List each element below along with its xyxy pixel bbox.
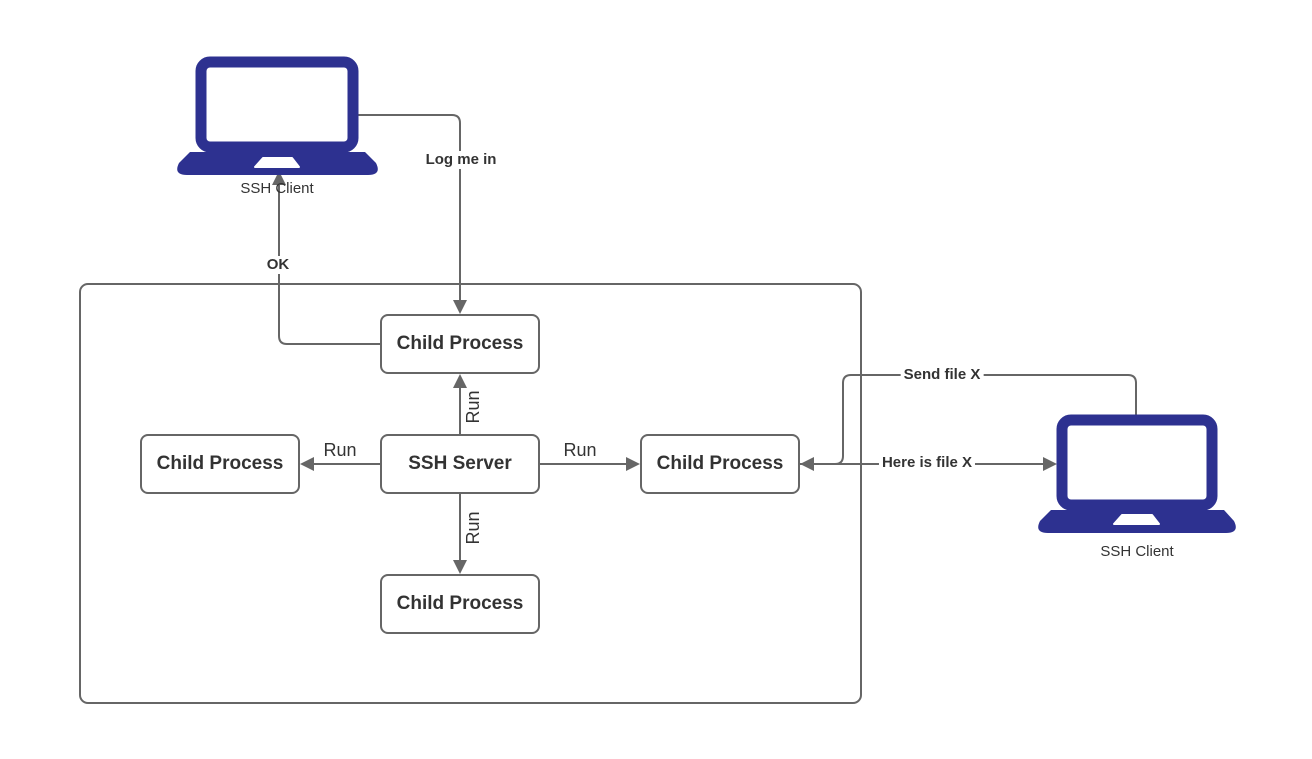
- edge-ok: [278, 184, 380, 345]
- edge-label-run-down: Run: [463, 511, 484, 545]
- edge-label-run-up: Run: [463, 390, 484, 424]
- node-child-process-top: Child Process: [380, 314, 540, 374]
- node-ssh-server: SSH Server: [380, 434, 540, 494]
- node-child-process-left: Child Process: [140, 434, 300, 494]
- edge-log-me-in: [358, 114, 461, 302]
- server-host-boundary-box: [79, 283, 862, 704]
- caption-ssh-client-left: SSH Client: [240, 180, 314, 197]
- arrowhead-here-is-file-x: [1043, 457, 1057, 471]
- laptop-icon-right: [1038, 414, 1236, 533]
- caption-ssh-client-right: SSH Client: [1100, 543, 1174, 560]
- arrowhead-run-up: [453, 374, 467, 388]
- edge-label-run-left: Run: [323, 440, 357, 461]
- edge-send-file-x: [814, 374, 1137, 465]
- edge-label-send-file-x: Send file X: [900, 366, 984, 384]
- arrowhead-run-down: [453, 560, 467, 574]
- laptop-notch: [254, 157, 300, 168]
- laptop-screen: [1056, 414, 1218, 511]
- edge-label-run-right: Run: [563, 440, 597, 461]
- arrowhead-run-left: [300, 457, 314, 471]
- node-child-process-right: Child Process: [640, 434, 800, 494]
- node-child-process-bottom: Child Process: [380, 574, 540, 634]
- edge-label-ok: OK: [263, 256, 293, 274]
- arrowhead-log-me-in: [453, 300, 467, 314]
- edge-label-log-me-in: Log me in: [422, 151, 500, 169]
- laptop-notch: [1113, 514, 1160, 525]
- edge-label-here-is-file-x: Here is file X: [878, 454, 976, 472]
- laptop-screen: [195, 56, 359, 153]
- arrowhead-run-right: [626, 457, 640, 471]
- arrowhead-ok: [272, 171, 286, 185]
- laptop-icon-left: [177, 56, 378, 175]
